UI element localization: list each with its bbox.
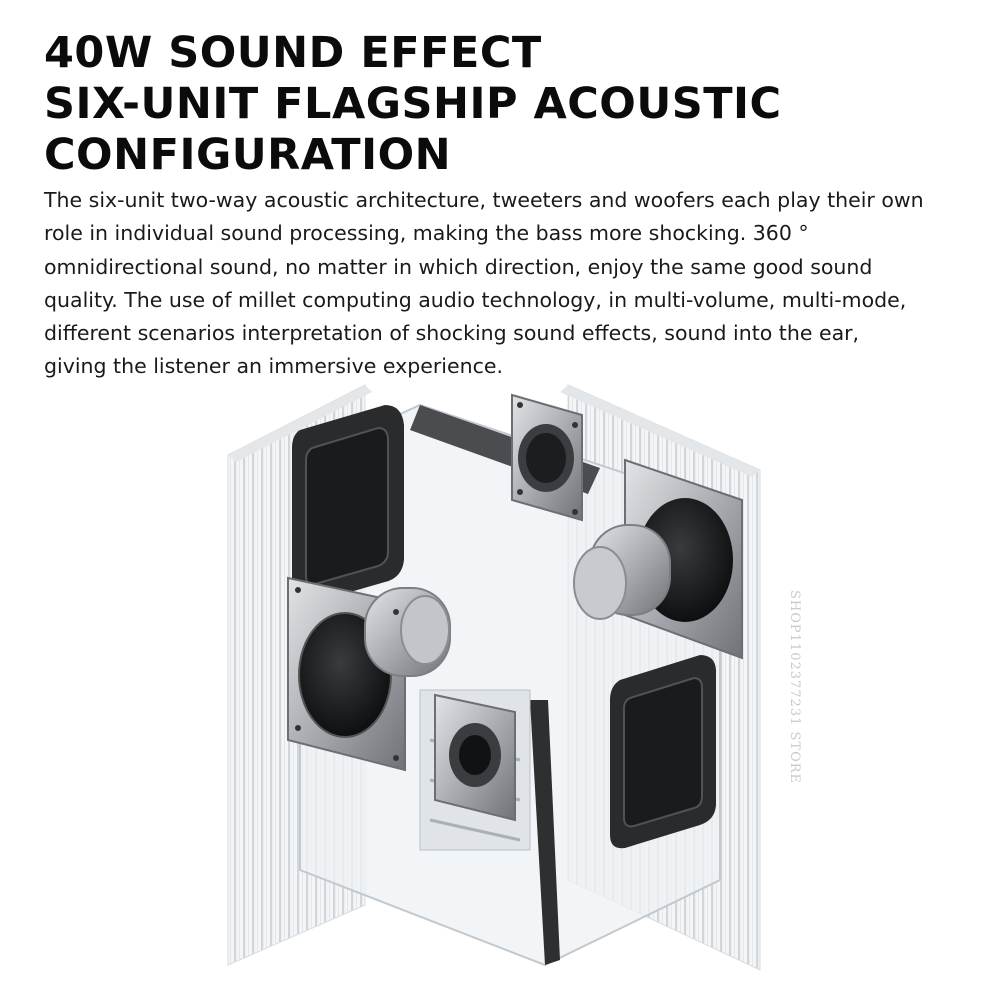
description-line: The six-unit two-way acoustic architectu… <box>44 188 924 212</box>
left-passive-radiator <box>292 405 404 605</box>
top-tweeter <box>511 393 583 522</box>
front-tweeter <box>434 693 516 822</box>
headline-line-3: CONFIGURATION <box>44 130 452 180</box>
description-line: giving the listener an immersive experie… <box>44 354 504 379</box>
description-line: omnidirectional sound, no matter in whic… <box>44 254 873 279</box>
headline-line-2: SIX-UNIT FLAGSHIP ACOUSTIC <box>44 79 782 129</box>
description-line: different scenarios interpretation of sh… <box>44 321 860 346</box>
exploded-view-speaker-icon <box>227 384 761 971</box>
left-woofer <box>287 576 451 772</box>
description: The six-unit two-way acoustic architectu… <box>44 184 964 384</box>
headline: 40W SOUND EFFECT SIX-UNIT FLAGSHIP ACOUS… <box>44 28 964 181</box>
description-line: quality. The use of millet computing aud… <box>44 287 907 312</box>
right-woofer <box>573 458 743 660</box>
store-watermark: SHOP1102377231 STORE <box>787 590 802 785</box>
description-line: role in individual sound processing, mak… <box>44 221 809 246</box>
headline-line-1: 40W SOUND EFFECT <box>44 28 542 78</box>
right-passive-radiator <box>610 655 716 849</box>
